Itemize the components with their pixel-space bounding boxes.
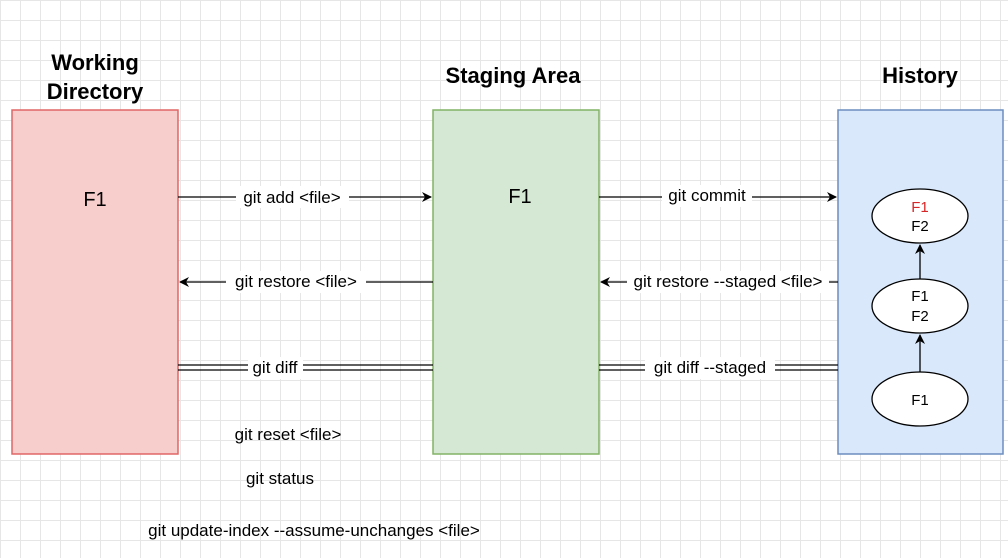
git-diff-staged-label: git diff --staged [654,358,766,377]
git-commit-arrow[interactable]: git commit [599,185,837,207]
git-restore-staged-label: git restore --staged <file> [634,272,823,291]
commit-latest-file-2: F2 [911,218,929,235]
git-restore-staged-arrow[interactable]: git restore --staged <file> [600,271,838,293]
git-update-index-command: git update-index --assume-unchanges <fil… [148,521,480,540]
working-directory-heading-line2: Directory [47,79,144,104]
commit-node-middle[interactable]: F1 F2 [871,278,969,334]
commit-node-latest[interactable]: F1 F2 [871,188,969,244]
commit-latest-file-1: F1 [911,199,929,216]
git-commit-label: git commit [668,186,746,205]
git-diff-link[interactable]: git diff [178,357,433,379]
git-reset-command: git reset <file> [235,425,342,444]
staging-area-heading: Staging Area [446,63,582,88]
staging-area-box[interactable] [432,109,600,455]
git-status-command: git status [246,469,314,488]
staging-area-file: F1 [508,186,531,208]
commit-node-oldest[interactable]: F1 [871,371,969,427]
git-diff-staged-link[interactable]: git diff --staged [599,357,838,379]
git-restore-arrow[interactable]: git restore <file> [179,271,433,293]
git-restore-label: git restore <file> [235,272,357,291]
working-directory-box[interactable] [11,109,179,455]
commit-oldest-file-1: F1 [911,392,929,409]
git-diff-label: git diff [252,358,297,377]
git-add-arrow[interactable]: git add <file> [178,186,432,208]
history-heading: History [882,63,959,88]
git-add-label: git add <file> [243,188,340,207]
working-directory-heading-line1: Working [51,50,139,75]
working-directory-file: F1 [83,189,106,211]
commit-middle-file-1: F1 [911,288,929,305]
commit-middle-file-2: F2 [911,308,929,325]
